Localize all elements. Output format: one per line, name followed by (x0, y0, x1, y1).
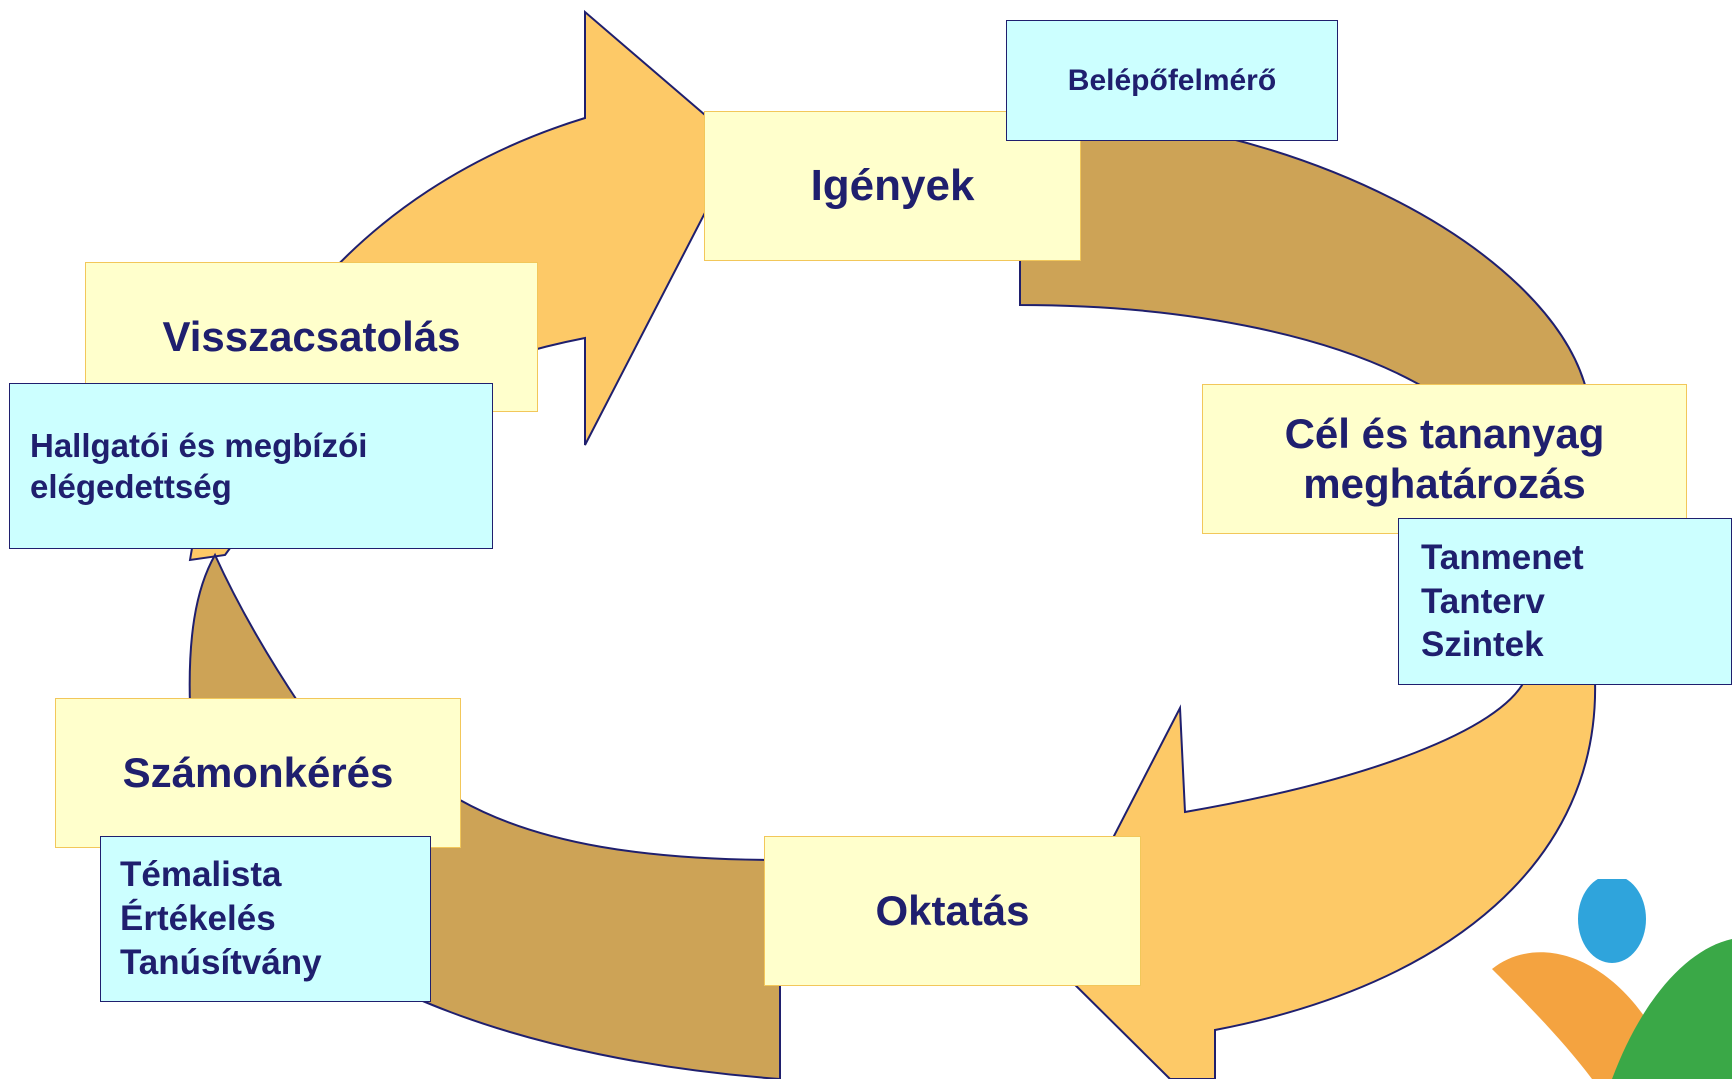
note-assessment-line-3: Tanúsítvány (120, 942, 322, 982)
note-satisfaction-line-2: elégedettség (30, 468, 232, 505)
note-assessment-line-1: Témalista (120, 855, 282, 895)
note-curriculum-line-1: Tanmenet (1421, 537, 1584, 577)
stage-needs-label: Igények (810, 160, 975, 210)
note-assessment-line-2: Értékelés (120, 899, 276, 939)
note-satisfaction-line-1: Hallgatói és megbízói (30, 426, 368, 464)
stage-assessment-label: Számonkérés (122, 748, 394, 796)
arrow-assessment-to-feedback (188, 552, 302, 706)
note-curriculum-line-3: Szintek (1421, 625, 1544, 665)
note-satisfaction: Hallgatói és megbízói elégedettség (9, 383, 493, 549)
arrow-goals-to-education (1048, 679, 1597, 1079)
stage-feedback-label: Visszacsatolás (162, 312, 461, 360)
note-curriculum: Tanmenet Tanterv Szintek (1398, 518, 1732, 685)
stage-education: Oktatás (764, 836, 1141, 986)
note-assessment: Témalista Értékelés Tanúsítvány (100, 836, 431, 1002)
logo-green-leaf (1612, 939, 1732, 1079)
stage-goals: Cél és tananyag meghatározás (1202, 384, 1687, 534)
stage-goals-label: Cél és tananyag meghatározás (1284, 409, 1605, 507)
person-leaf-logo-icon (1492, 879, 1732, 1079)
note-entry-test: Belépőfelmérő (1006, 20, 1338, 141)
note-entry-test-line: Belépőfelmérő (1067, 63, 1277, 97)
logo-blue-head (1578, 879, 1646, 963)
stage-assessment: Számonkérés (55, 698, 461, 848)
note-curriculum-line-2: Tanterv (1421, 581, 1545, 621)
stage-education-label: Oktatás (875, 886, 1030, 934)
arrow-needs-to-goals (1019, 108, 1587, 386)
